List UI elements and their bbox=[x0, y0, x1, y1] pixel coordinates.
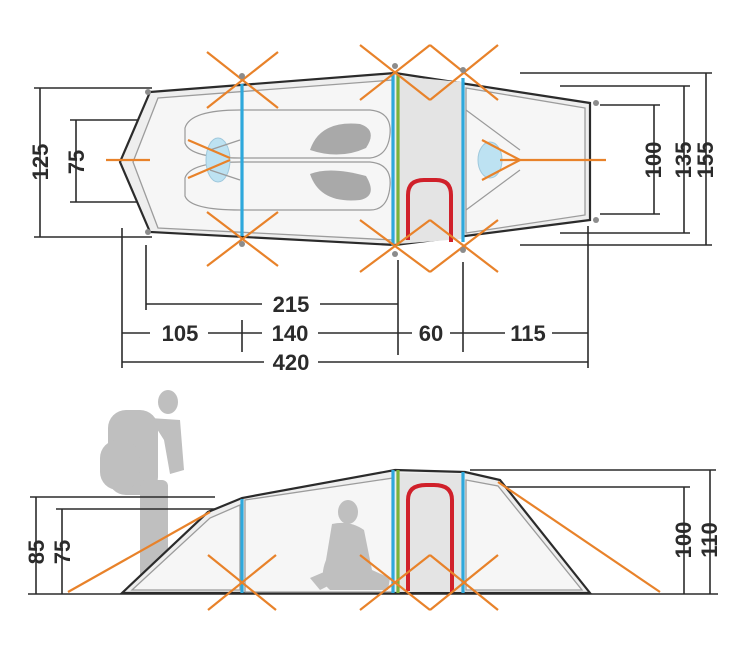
side-right-outer-height-label: 110 bbox=[697, 522, 722, 558]
segment-1-label: 105 bbox=[162, 321, 199, 346]
top-right-dimension-guides bbox=[520, 72, 712, 246]
top-right-mid-height-label: 135 bbox=[671, 142, 696, 179]
top-right-inner-height-label: 100 bbox=[641, 142, 666, 179]
top-vestibule-panel bbox=[397, 76, 462, 244]
top-guy-lines bbox=[106, 44, 606, 273]
top-door bbox=[406, 178, 453, 242]
total-length-label: 420 bbox=[273, 350, 310, 375]
side-left-inner-height-label: 75 bbox=[50, 540, 75, 564]
top-left-dimension-guides bbox=[34, 87, 152, 238]
top-left-inner-height-label: 75 bbox=[64, 150, 89, 174]
top-inner-tent bbox=[132, 79, 394, 241]
segment-2-label: 140 bbox=[272, 321, 309, 346]
side-left-outer-height-label: 85 bbox=[24, 540, 49, 564]
segment-4-label: 115 bbox=[510, 321, 546, 346]
side-door bbox=[406, 483, 454, 592]
segment-3-label: 60 bbox=[419, 321, 443, 346]
top-left-outer-height-label: 125 bbox=[28, 144, 53, 181]
sleeping-length-label: 215 bbox=[273, 292, 310, 317]
side-view: 85 75 100 110 bbox=[24, 390, 722, 611]
side-front-vestibule bbox=[130, 504, 241, 591]
top-right-outer-height-label: 155 bbox=[693, 142, 718, 179]
side-rear-vestibule bbox=[465, 479, 584, 591]
side-vestibule-panel bbox=[397, 473, 462, 592]
side-guy-lines bbox=[67, 481, 661, 611]
sleeping-bag-head-2 bbox=[310, 170, 371, 201]
side-right-inner-height-label: 100 bbox=[671, 522, 696, 559]
top-horizontal-dimensions bbox=[121, 226, 589, 368]
sleeping-bag-head-1 bbox=[310, 123, 371, 155]
sitting-person-figure bbox=[310, 500, 390, 590]
standing-person-figure bbox=[100, 390, 184, 592]
top-view: 125 75 100 135 155 215 105 140 60 1 bbox=[28, 44, 718, 375]
top-stakes bbox=[145, 63, 599, 257]
